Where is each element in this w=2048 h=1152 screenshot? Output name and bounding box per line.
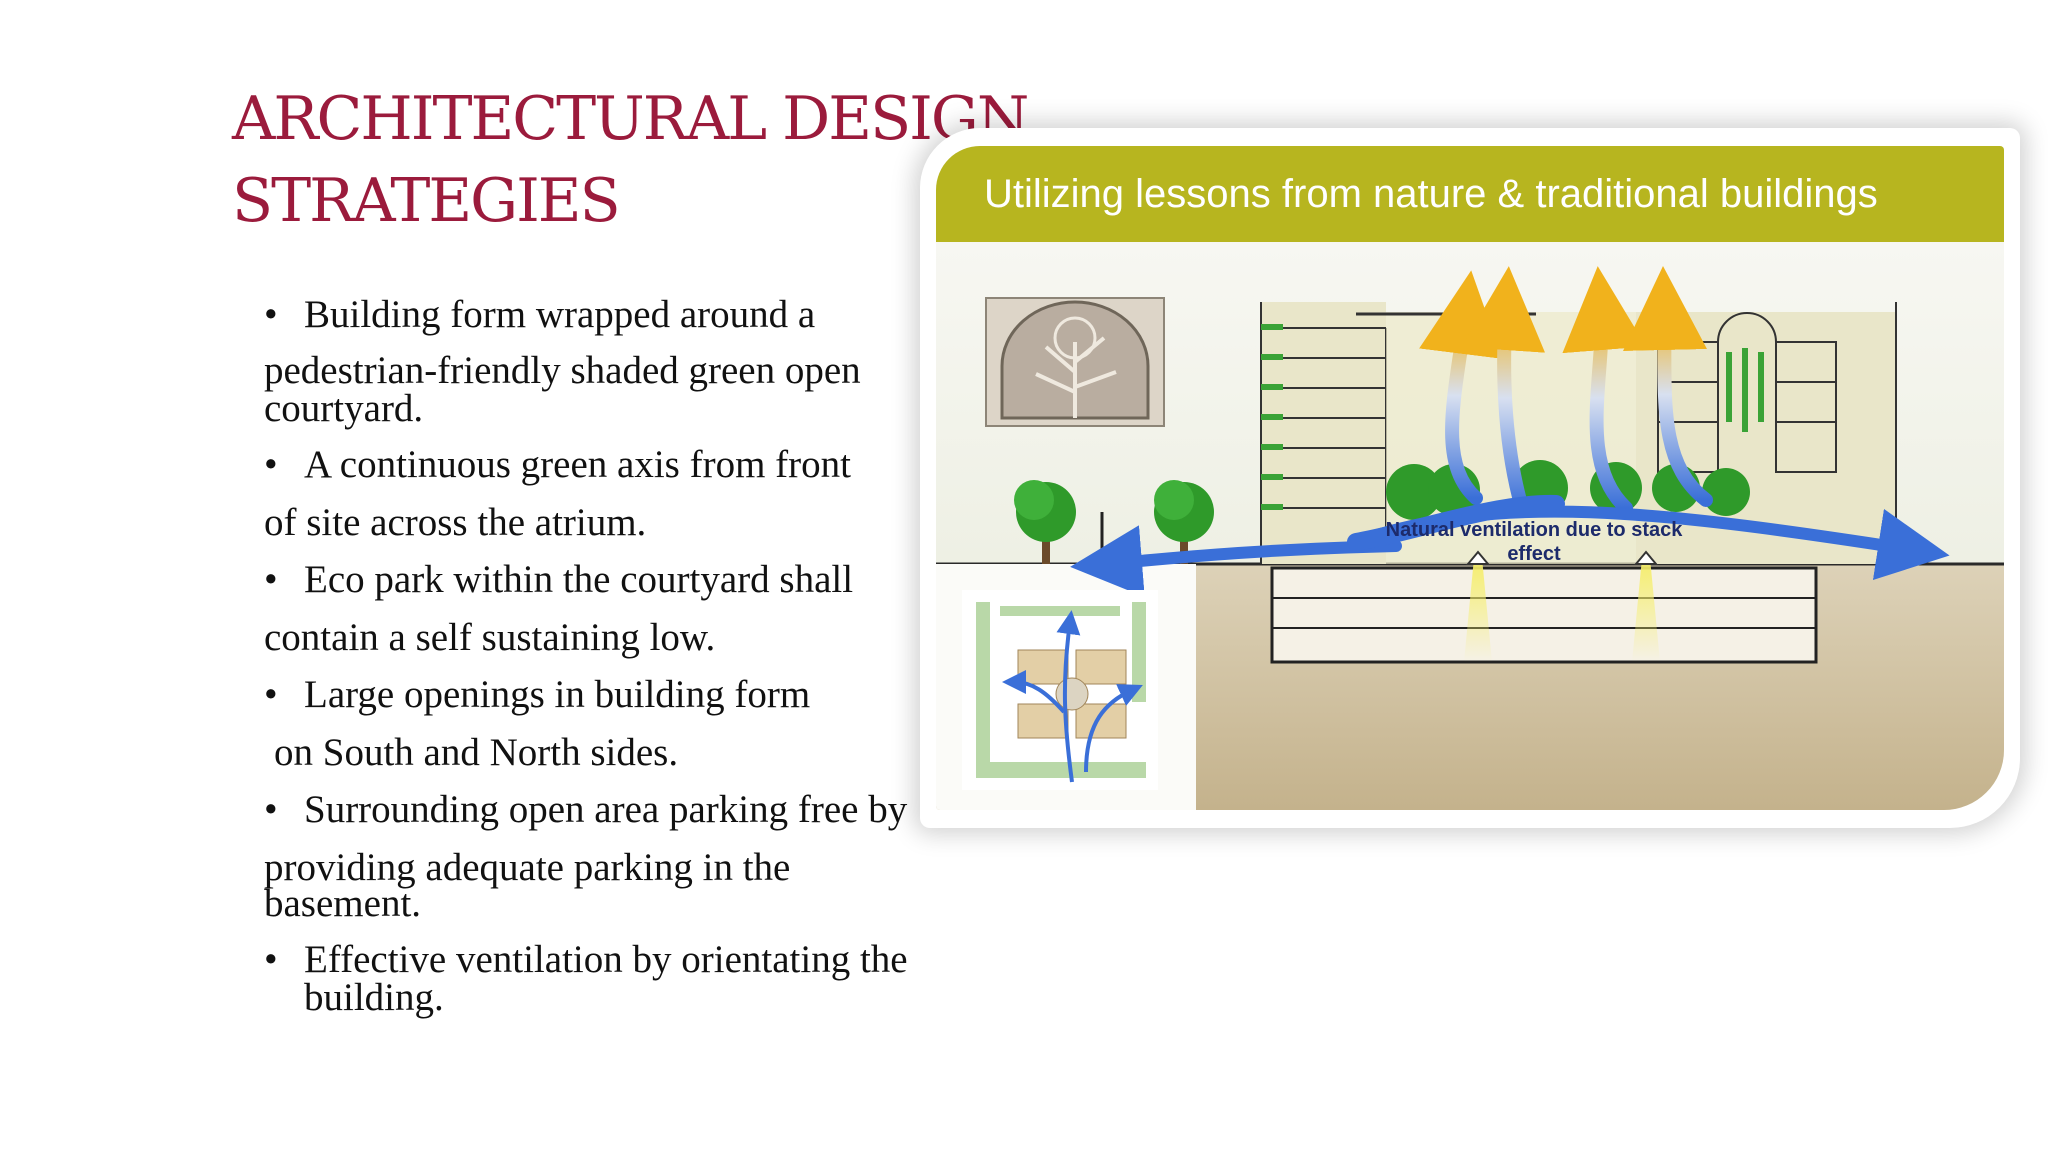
bullet-item: • A continuous green axis from front of …	[264, 442, 1004, 557]
bullet-item: • Large openings in building form on Sou…	[264, 672, 1004, 787]
bullet-marker: •	[264, 938, 278, 981]
banner-text: Utilizing lessons from nature & traditio…	[984, 172, 1878, 216]
bullet-marker: •	[264, 293, 278, 336]
bullet-list: • Building form wrapped around a pedestr…	[264, 292, 1004, 1019]
light-beam-icon	[1464, 550, 1660, 662]
diagram-label-line-1: Natural ventilation due to stack	[1386, 519, 1684, 541]
title-line-1: ARCHITECTURAL DESIGN	[232, 84, 1029, 154]
bullet-text-line: A continuous green axis from front	[304, 443, 851, 486]
building-section-left	[1260, 302, 1387, 564]
jali-window-photo	[985, 297, 1165, 427]
bullet-text-line: pedestrian-friendly shaded green open	[264, 349, 861, 392]
ventilation-section-diagram: Natural ventilation due to stack effect	[936, 242, 2004, 810]
bullet-marker: •	[264, 788, 278, 831]
site-plan-icon	[962, 590, 1158, 790]
bullet-item: • Surrounding open area parking free by …	[264, 787, 1004, 937]
bullet-item: • Eco park within the courtyard shall co…	[264, 557, 1004, 672]
airflow-arrow-icon	[1070, 494, 1950, 598]
bullet-text-line: of site across the atrium.	[264, 501, 647, 544]
bullet-marker: •	[264, 673, 278, 716]
bullet-text-line: Large openings in building form	[304, 673, 811, 716]
bullet-item: • Effective ventilation by orientating t…	[264, 937, 1004, 1019]
bullet-text-line: Effective ventilation by orientating the	[304, 938, 908, 981]
bullet-marker: •	[264, 558, 278, 601]
basement-section	[1270, 566, 1818, 664]
bullet-text-line: providing adequate parking in the	[264, 846, 791, 889]
bullet-text-line: basement.	[264, 882, 422, 925]
title-line-2: STRATEGIES	[232, 166, 621, 236]
bullet-text-line: Surrounding open area parking free by	[304, 788, 908, 831]
tree-icon	[1014, 480, 1076, 564]
figure-frame: Utilizing lessons from nature & traditio…	[920, 128, 2020, 828]
heat-arrow-icon	[1419, 266, 1713, 515]
bullet-text-line: courtyard.	[264, 387, 424, 430]
figure-banner: Utilizing lessons from nature & traditio…	[936, 146, 2004, 242]
bullet-marker: •	[264, 443, 278, 486]
bullet-text-line: Building form wrapped around a	[304, 293, 816, 336]
diagram-label-line-2: effect	[1507, 543, 1561, 565]
bullet-item: • Building form wrapped around a pedestr…	[264, 292, 1004, 442]
figure-image: Utilizing lessons from nature & traditio…	[936, 146, 2004, 810]
bullet-text-line: building.	[304, 976, 444, 1019]
tree-icon	[1154, 480, 1214, 564]
bullet-text-line: Eco park within the courtyard shall	[304, 558, 854, 601]
bullet-text-line: on South and North sides.	[274, 731, 679, 774]
slide-title: ARCHITECTURAL DESIGN STRATEGIES	[232, 78, 1029, 242]
bullet-text-line: contain a self sustaining low.	[264, 616, 716, 659]
